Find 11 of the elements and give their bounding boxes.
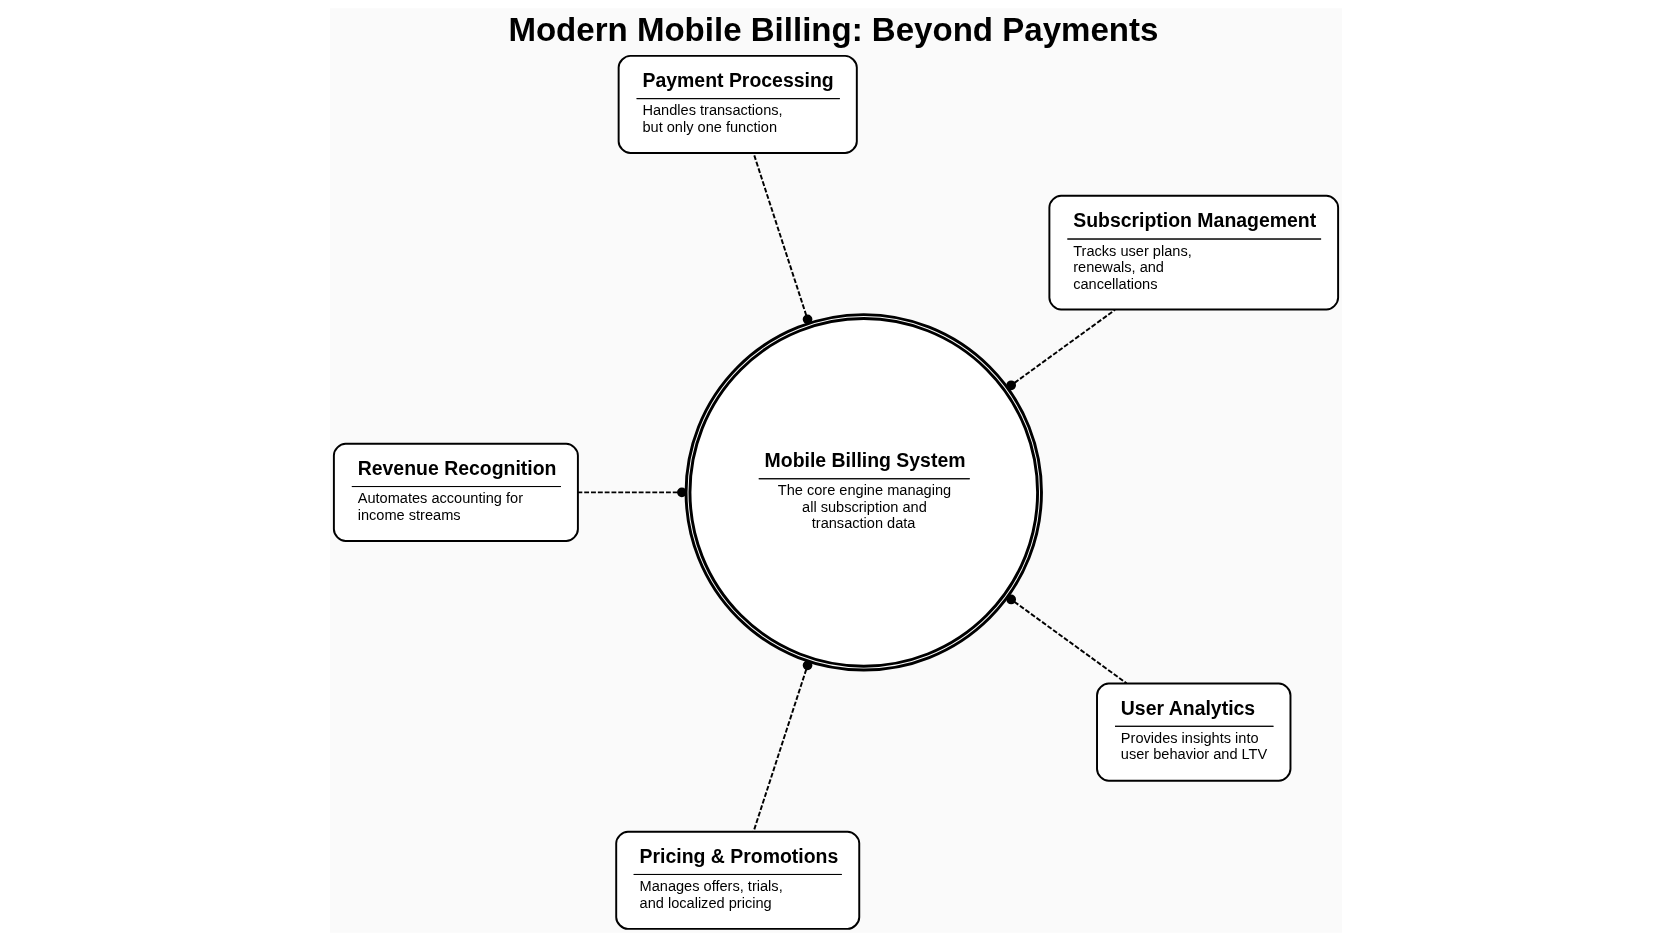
node-box: User Analytics Provides insights into user behavior and LTV <box>1096 682 1292 782</box>
node-box: Subscription Management Tracks user plans, renewals, and cancellations <box>1048 194 1340 311</box>
connector <box>752 660 813 833</box>
connector <box>1006 308 1116 391</box>
connector <box>1006 594 1128 685</box>
connector <box>752 152 813 325</box>
diagram-title: Modern Mobile Billing: Beyond Payments <box>508 11 1159 49</box>
node-box: Pricing & Promotions Manages offers, trials, and localized pricing <box>615 830 861 930</box>
node-box: Payment Processing Handles transactions, but only one function <box>617 54 858 155</box>
connector <box>577 487 687 498</box>
node-box: Revenue Recognition Automates accounting for income streams <box>332 442 579 542</box>
